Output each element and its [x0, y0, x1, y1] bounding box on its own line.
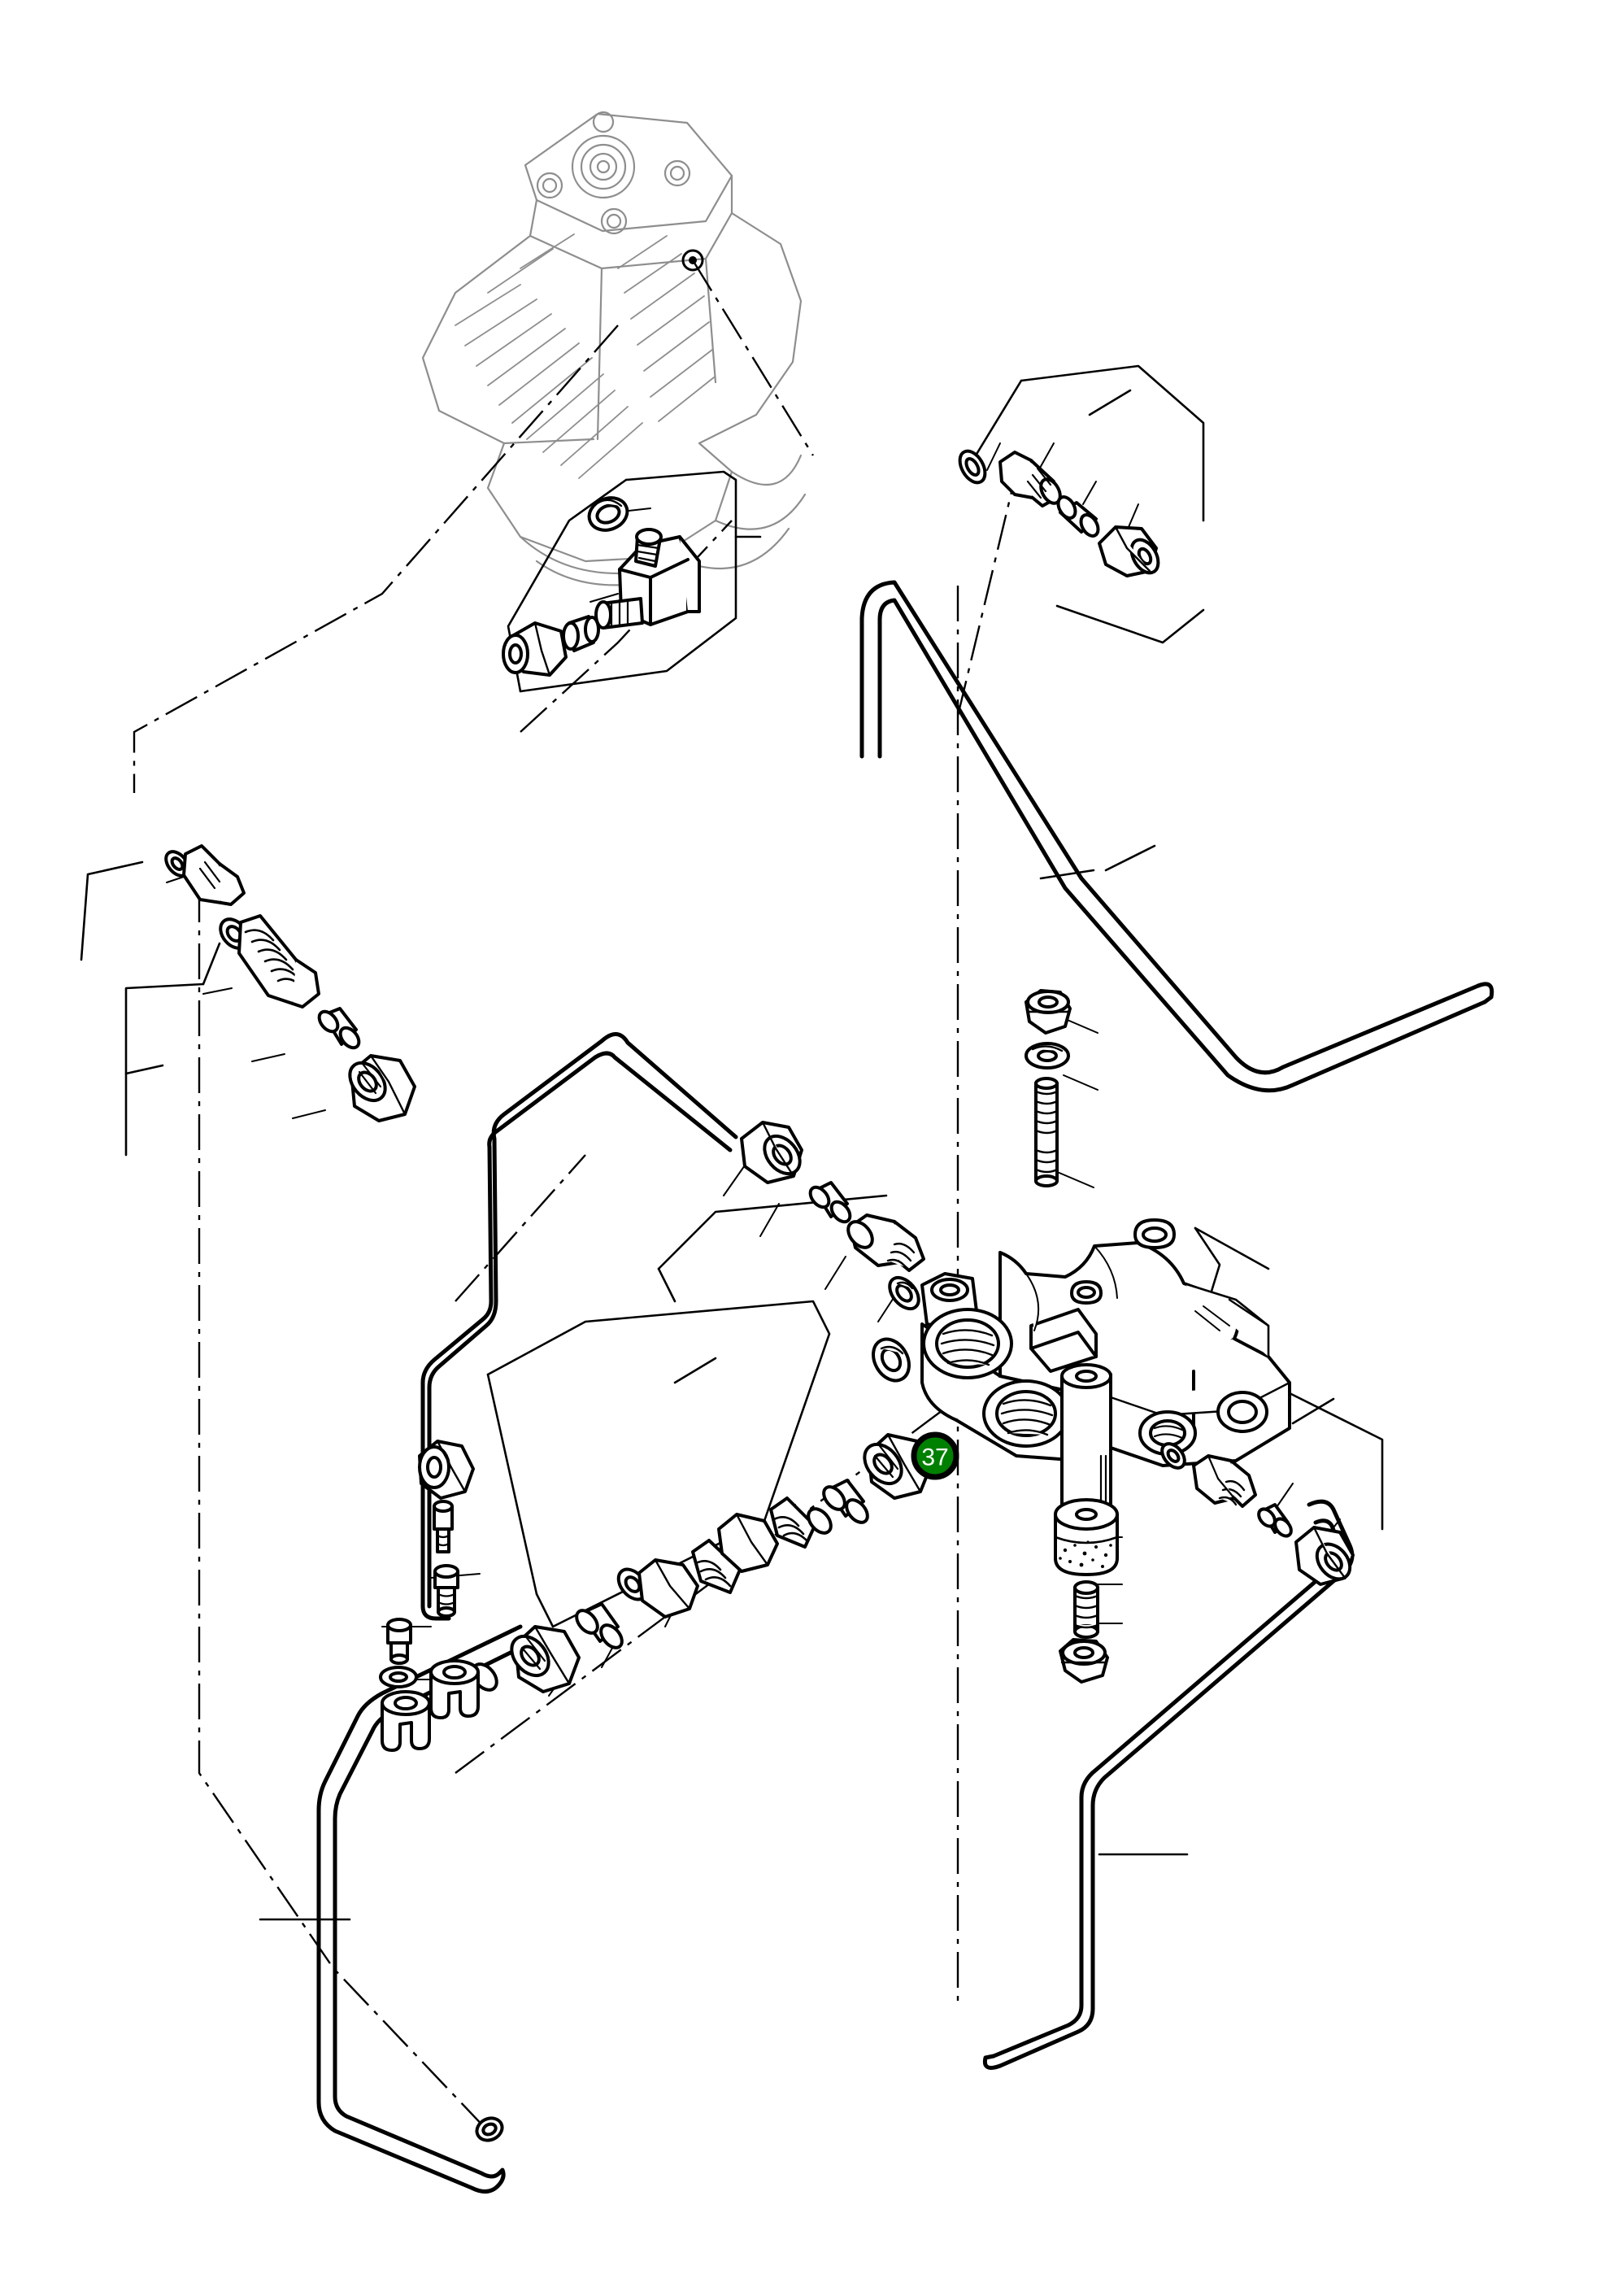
washer — [379, 1666, 418, 1688]
upper-left-fitting-chain — [502, 496, 701, 677]
adapter — [846, 1213, 925, 1272]
nut — [1294, 1526, 1355, 1586]
sleeve — [317, 1007, 361, 1050]
nut — [740, 1121, 803, 1184]
sleeve — [822, 1479, 869, 1524]
washer — [1160, 1442, 1186, 1470]
washer — [587, 496, 629, 532]
fitting — [386, 1618, 412, 1665]
spacer — [1073, 1580, 1099, 1639]
leader-bracket-boxes — [80, 364, 1384, 1921]
adapter — [1192, 1454, 1257, 1508]
nut — [418, 1440, 475, 1500]
nut — [502, 621, 568, 677]
nut — [1098, 525, 1160, 577]
callout-badge-ring — [911, 1431, 959, 1480]
nut — [1059, 1638, 1109, 1684]
washer — [958, 449, 987, 485]
clamp-hardware — [379, 1564, 480, 1752]
sleeve — [808, 1181, 852, 1224]
callout-badges[interactable]: 37 — [911, 1431, 959, 1480]
fitting — [433, 1500, 454, 1553]
isolator-hardware-lower — [1054, 1498, 1119, 1684]
stud-hardware-upper — [1025, 989, 1072, 1187]
fitting — [164, 844, 246, 906]
left-union-stack — [164, 844, 416, 1122]
sleeve — [1056, 495, 1100, 538]
clamp — [429, 1659, 480, 1719]
adapter — [998, 451, 1062, 508]
union — [616, 1497, 833, 1619]
elbow-block — [594, 528, 701, 630]
nut — [510, 1625, 581, 1693]
bolt — [433, 1564, 459, 1618]
upper-right-fitting-chain — [958, 449, 1160, 577]
washer — [872, 1337, 911, 1383]
nut — [1025, 989, 1072, 1035]
sleeve — [575, 1602, 624, 1649]
control-valve-manifold — [920, 1218, 1291, 1519]
washer — [888, 1275, 920, 1311]
union — [219, 914, 320, 1009]
valve-right-fitting-chain — [1160, 1442, 1355, 1586]
washer — [1025, 1042, 1070, 1070]
stud — [1034, 1077, 1059, 1187]
rubber-isolator-mount — [1054, 1498, 1119, 1576]
fitting — [475, 2116, 504, 2142]
tube-end-fittings — [418, 1440, 504, 2142]
nut — [348, 1054, 416, 1122]
lower-left-tube — [316, 1624, 533, 2194]
valve-top-fitting-chain — [740, 1121, 925, 1311]
lower-right-tube — [982, 1499, 1355, 2070]
upper-right-tube — [859, 580, 1494, 1093]
callout-badge-37[interactable]: 37 — [911, 1431, 959, 1480]
left-tube — [420, 1032, 738, 1621]
sleeve — [1257, 1503, 1293, 1538]
sleeve — [562, 615, 600, 652]
